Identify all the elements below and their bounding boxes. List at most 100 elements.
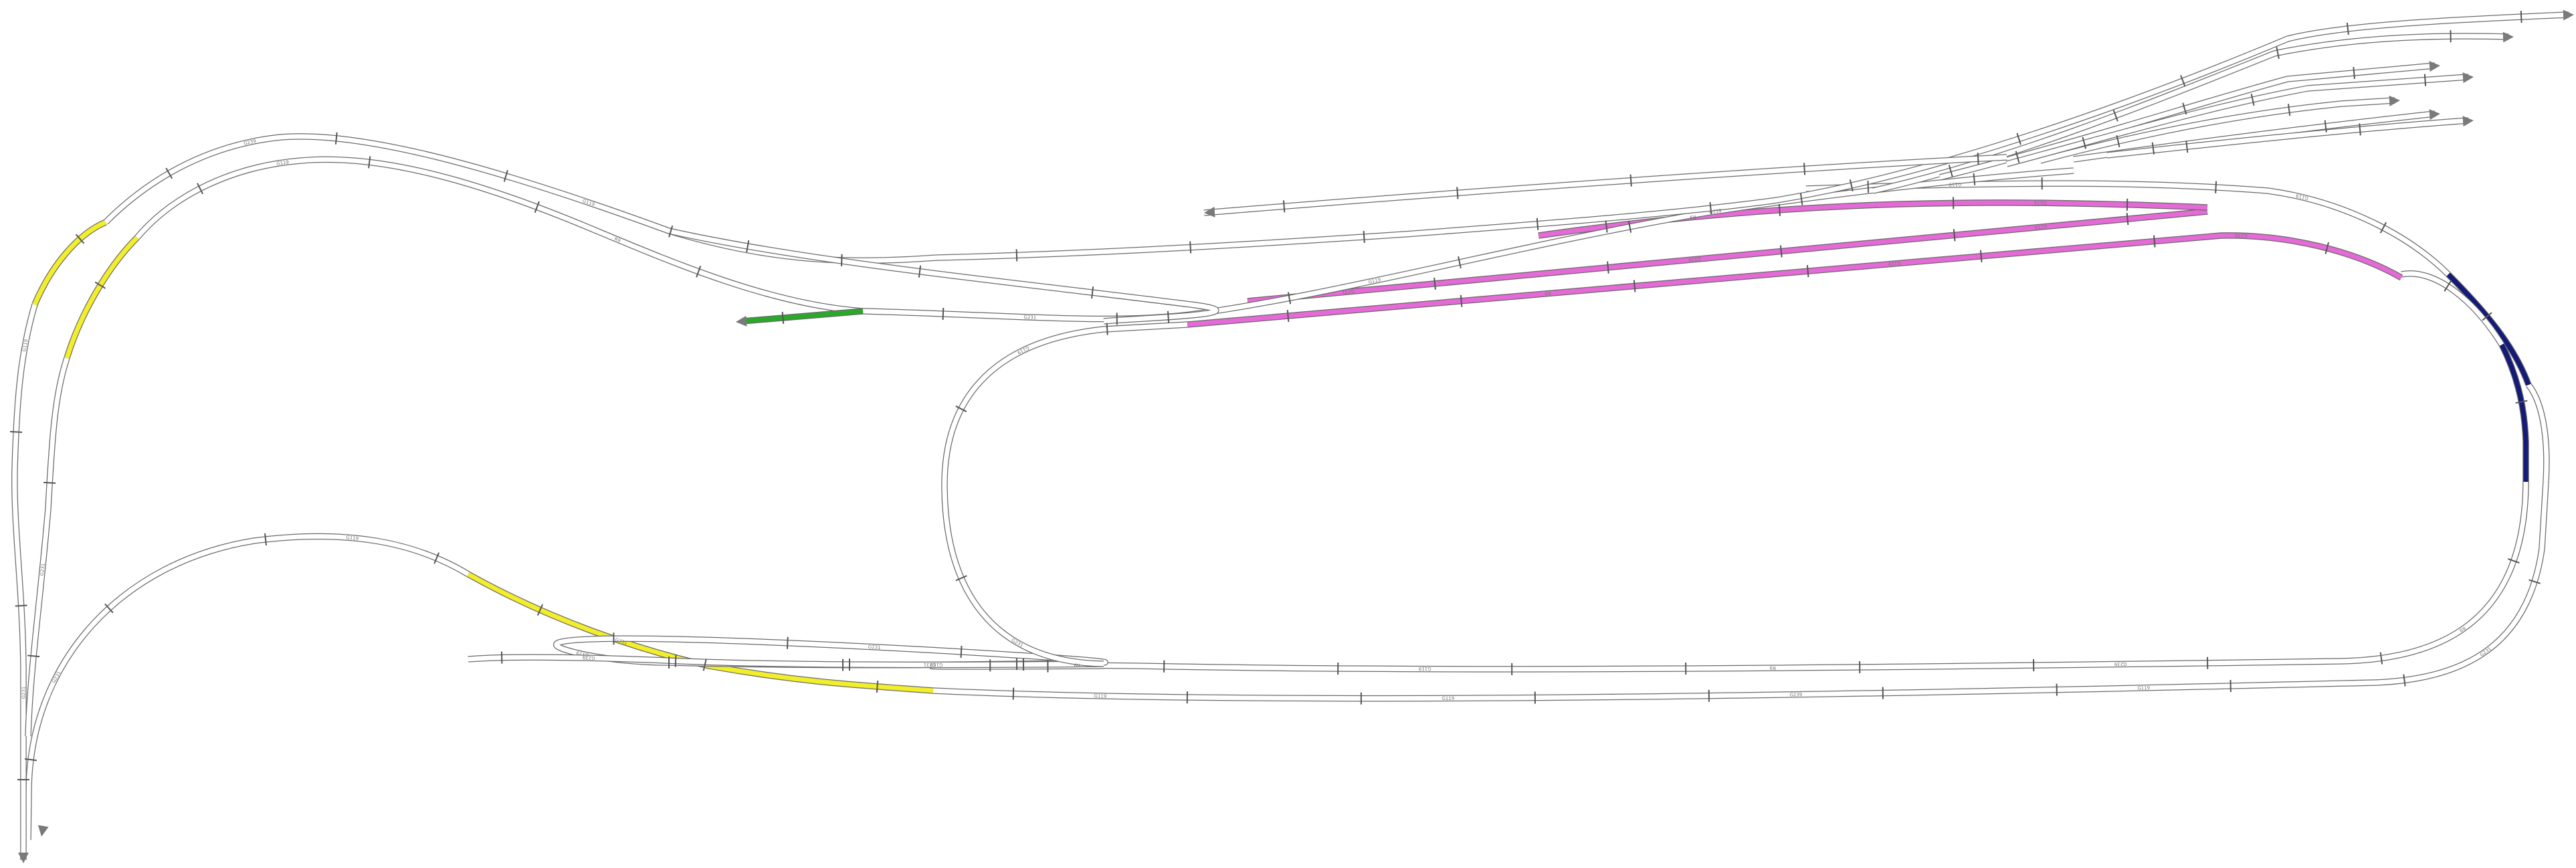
- track-left-outer-a: [11, 303, 38, 860]
- track-end-arrow-yard-2: [2502, 31, 2514, 43]
- track-joint-tick: [702, 659, 707, 671]
- track-piece-label: G119: [1949, 181, 1961, 187]
- track-end-arrow-yard-1: [2563, 9, 2574, 21]
- track-joint-tick: [2287, 104, 2291, 116]
- track-piece-label: R9: [1690, 213, 1696, 220]
- track-piece-label: G119: [576, 650, 589, 658]
- track-mid-main-a: [862, 167, 2074, 323]
- track-piece-label: G119: [2137, 685, 2150, 691]
- track-joint-tick: [1456, 187, 1459, 199]
- track-piece-label: G119: [276, 159, 290, 167]
- track-joint-tick: [955, 405, 967, 412]
- track-joint-tick: [1709, 202, 1712, 215]
- track-left-inner-a: [25, 357, 70, 737]
- track-joint-tick: [1286, 309, 1290, 323]
- track-outer-loop-left: [25, 533, 470, 841]
- track-left-inner-top: [134, 156, 864, 315]
- track-inner-right-lower: [2498, 343, 2529, 482]
- track-joint-tick: [27, 655, 40, 658]
- track-piece-label: G239: [2235, 232, 2248, 238]
- track-left-inner-yellow: [64, 235, 140, 359]
- track-piece-label: R9: [1074, 663, 1080, 668]
- track-joint-tick: [503, 170, 508, 182]
- track-joint-tick: [2185, 141, 2189, 153]
- track-joint-tick: [2276, 46, 2280, 59]
- track-joint-tick: [2353, 66, 2355, 80]
- track-joint-tick: [2182, 102, 2187, 115]
- track-joint-tick: [1803, 163, 1806, 175]
- track-joint-tick: [197, 183, 204, 195]
- track-joint-tick: [2515, 400, 2528, 404]
- track-inner-right-magenta: [1187, 232, 2403, 328]
- track-joint-tick: [1806, 265, 1809, 278]
- track-end-arrow-yard-6: [2429, 109, 2440, 120]
- track-joint-tick: [24, 758, 37, 762]
- track-piece-label: G239: [2114, 661, 2127, 667]
- tick-layer: [10, 11, 2541, 780]
- track-inner-loop-mid: [941, 321, 1188, 667]
- track-joint-tick: [368, 156, 371, 169]
- track-joint-tick: [75, 234, 85, 244]
- track-joint-tick: [1106, 323, 1108, 335]
- track-yard-4: [2005, 74, 2469, 167]
- track-joint-tick: [2379, 652, 2383, 665]
- track-joint-tick: [2180, 75, 2186, 87]
- track-inner-right-connect: [2401, 270, 2505, 347]
- track-joint-tick: [1627, 220, 1632, 233]
- track-joint-tick: [746, 240, 750, 253]
- track-joint-tick: [668, 225, 674, 238]
- track-joint-tick: [1287, 292, 1292, 305]
- track-joint-tick: [2016, 133, 2021, 145]
- track-piece-label: R9: [1545, 290, 1551, 296]
- track-piece-label: G231: [1023, 315, 1036, 321]
- track-joint-tick: [433, 552, 440, 564]
- track-joint-tick: [1460, 294, 1463, 307]
- track-piece-label: G239: [1709, 208, 1722, 215]
- track-outer-bottom: [932, 481, 2549, 702]
- track-end-arrow-yard-long: [1204, 206, 1215, 218]
- track-joint-tick: [1536, 218, 1539, 230]
- track-joint-tick: [1977, 153, 1979, 165]
- track-piece-label: G231: [21, 687, 27, 699]
- track-joint-tick: [534, 201, 540, 213]
- track-joint-tick: [2215, 181, 2217, 193]
- track-joint-tick: [955, 575, 967, 582]
- track-mid-main-b: [936, 197, 1773, 261]
- track-outer-right-top: [1805, 180, 2451, 277]
- track-piece-label: G231: [1011, 638, 1024, 648]
- track-joint-tick: [1189, 241, 1192, 254]
- track-piece-label: G119: [1888, 260, 1900, 267]
- track-piece-label: R9: [1769, 665, 1775, 671]
- track-piece-label: G231: [924, 662, 936, 667]
- track-joint-tick: [165, 167, 173, 179]
- track-joint-tick: [334, 132, 338, 145]
- track-piece-label: G119: [1016, 345, 1029, 355]
- track-joint-tick: [1799, 193, 1803, 205]
- track-joint-tick: [536, 604, 543, 616]
- track-joint-tick: [2359, 123, 2361, 136]
- track-piece-label: G119: [2034, 224, 2047, 230]
- track-yard-1: [1772, 11, 2569, 204]
- track-joint-tick: [1433, 277, 1436, 290]
- track-joint-tick: [1167, 311, 1170, 323]
- track-joint-tick: [1979, 250, 1983, 262]
- track-joint-tick: [1867, 181, 1870, 193]
- track-joint-tick: [94, 281, 106, 289]
- track-joint-tick: [2520, 11, 2522, 23]
- track-outer-right-navy: [2446, 272, 2532, 386]
- track-piece-label: G239: [243, 139, 257, 147]
- track-joint-tick: [942, 307, 945, 320]
- track-piece-label: G119: [21, 339, 29, 352]
- track-joint-tick: [2250, 93, 2255, 106]
- track-piece-label: G231: [52, 671, 62, 684]
- track-piece-label: G119: [2034, 200, 2047, 205]
- track-joint-tick: [2508, 558, 2520, 564]
- track-yard-5: [2039, 97, 2395, 164]
- track-joint-tick: [2015, 151, 2020, 163]
- track-piece-label: G119: [346, 535, 359, 541]
- track-joint-tick: [2444, 280, 2452, 292]
- track-end-arrow-bottom-left: [18, 853, 29, 863]
- track-joint-tick: [2116, 135, 2120, 148]
- track-end-arrow-yard-7: [2462, 116, 2474, 127]
